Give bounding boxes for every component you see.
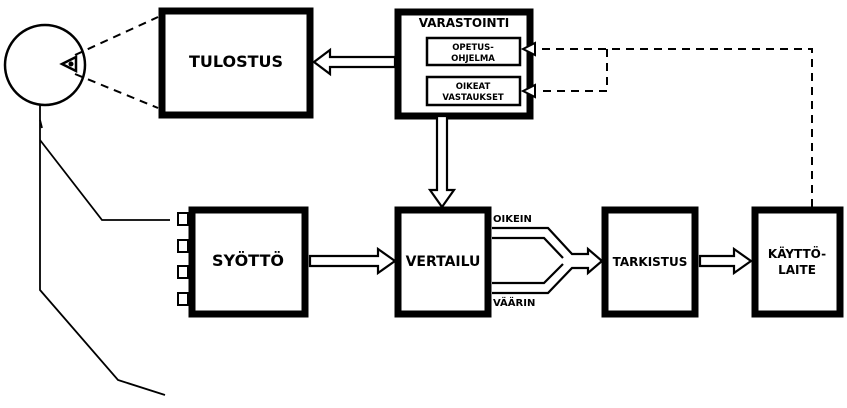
oikeat-vastaukset-label-2: VASTAUKSET	[442, 93, 504, 103]
person-figure	[5, 25, 170, 395]
kayttolaite-label-2: LAITE	[778, 263, 816, 277]
syotto-label: SYÖTTÖ	[212, 251, 284, 270]
vaarin-label: VÄÄRIN	[493, 295, 535, 309]
sight-line-bottom	[75, 74, 158, 108]
arrow-varastointi-to-tulostus	[314, 50, 395, 74]
opetusohjelma-label-2: OHJELMA	[451, 54, 495, 64]
branch-pipes: OIKEIN VÄÄRIN	[492, 214, 602, 309]
arrow-tarkistus-to-kayttolaite	[700, 249, 751, 273]
input-key-4	[178, 293, 188, 305]
oikein-label: OIKEIN	[493, 214, 532, 225]
arrow-vertailu-to-tarkistus	[580, 249, 602, 273]
sight-line-top	[75, 17, 158, 55]
varastointi-label: VARASTOINTI	[419, 16, 509, 30]
feedback-split	[540, 49, 607, 91]
torso-line	[40, 105, 165, 395]
arm-line	[40, 140, 170, 220]
syotto-block: SYÖTTÖ	[178, 210, 305, 314]
oikein-pipe	[492, 228, 580, 254]
tarkistus-block: TARKISTUS	[605, 210, 695, 314]
input-key-1	[178, 213, 188, 225]
arrow-syotto-to-vertailu	[310, 249, 395, 273]
input-key-3	[178, 266, 188, 278]
tulostus-block: TULOSTUS	[162, 11, 310, 115]
vaarin-pipe	[492, 268, 580, 293]
vertailu-block: VERTAILU	[398, 210, 488, 314]
arrow-varastointi-to-vertailu	[430, 116, 454, 207]
tulostus-label: TULOSTUS	[189, 52, 283, 71]
feedback-lines	[523, 43, 812, 207]
kayttolaite-block: KÄYTTÖ- LAITE	[755, 210, 840, 314]
kayttolaite-label-1: KÄYTTÖ-	[768, 246, 826, 261]
vertailu-label: VERTAILU	[406, 254, 481, 270]
varastointi-block: VARASTOINTI OPETUS- OHJELMA OIKEAT VASTA…	[398, 12, 530, 116]
tarkistus-label: TARKISTUS	[613, 255, 688, 269]
opetusohjelma-label-1: OPETUS-	[452, 43, 494, 53]
feedback-main	[540, 49, 812, 207]
input-key-2	[178, 240, 188, 252]
oikeat-vastaukset-label-1: OIKEAT	[456, 82, 491, 92]
